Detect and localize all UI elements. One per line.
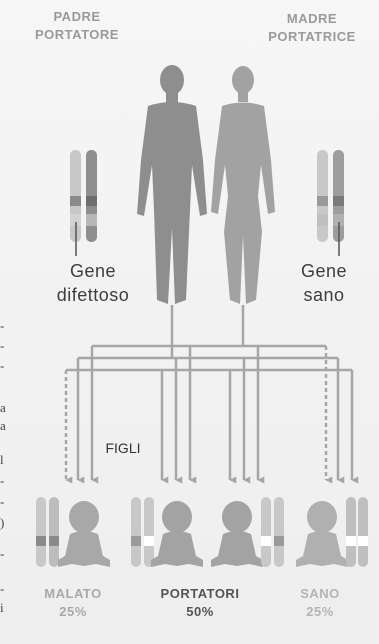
result-healthy-pct: 25% (282, 603, 358, 621)
margin-char: - (0, 358, 10, 374)
margin-char: l (0, 452, 10, 468)
margin-char: ) (0, 515, 10, 531)
healthy-gene-line-2: sano (284, 283, 364, 307)
result-healthy: SANO 25% (282, 585, 358, 621)
defective-gene-label: Gene difettoso (48, 259, 138, 307)
mother-label-line-2: PORTATRICE (256, 28, 368, 46)
margin-char: - (0, 338, 10, 354)
healthy-gene-label: Gene sano (284, 259, 364, 307)
children-label: FIGLI (98, 440, 148, 456)
result-affected-label: MALATO (28, 585, 118, 603)
result-carriers-pct: 50% (135, 603, 265, 621)
result-affected-pct: 25% (28, 603, 118, 621)
margin-char: - (0, 581, 10, 597)
defective-gene-line-1: Gene (48, 259, 138, 283)
result-healthy-label: SANO (282, 585, 358, 603)
defective-gene-line-2: difettoso (48, 283, 138, 307)
margin-char: a (0, 418, 10, 434)
margin-char: - (0, 494, 10, 510)
margin-char: a (0, 400, 10, 416)
father-label: PADRE PORTATORE (22, 8, 132, 44)
result-carriers-label: PORTATORI (135, 585, 265, 603)
mother-label-line-1: MADRE (256, 10, 368, 28)
result-affected: MALATO 25% (28, 585, 118, 621)
healthy-gene-line-1: Gene (284, 259, 364, 283)
margin-char: - (0, 473, 10, 489)
margin-char: - (0, 318, 10, 334)
result-carriers: PORTATORI 50% (135, 585, 265, 621)
mother-label: MADRE PORTATRICE (256, 10, 368, 46)
margin-char: - (0, 546, 10, 562)
father-label-line-1: PADRE (22, 8, 132, 26)
father-label-line-2: PORTATORE (22, 26, 132, 44)
margin-char: i (0, 600, 10, 616)
